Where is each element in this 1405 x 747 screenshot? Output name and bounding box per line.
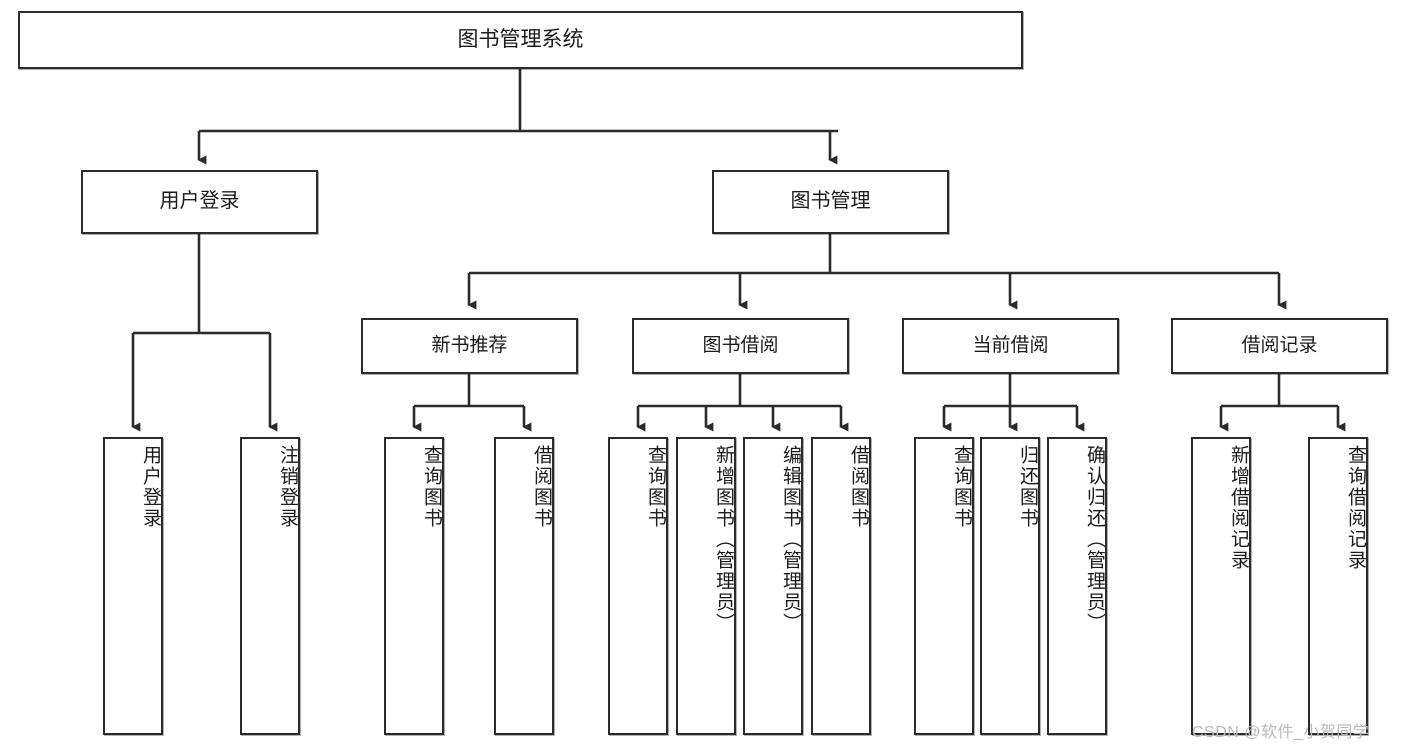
node-borrow-record[interactable]: 借阅记录 [1171, 318, 1388, 374]
node-leaf-add-book[interactable]: 新增图书（管理员） [676, 437, 736, 735]
node-user-login-label: 用户登录 [159, 190, 240, 213]
node-book-manage-label: 图书管理 [790, 190, 871, 213]
node-leaf-add-record-label: 新增借阅记录 [1228, 445, 1249, 571]
node-leaf-query-book-3[interactable]: 查询图书 [914, 437, 974, 735]
node-leaf-query-book-3-label: 查询图书 [951, 445, 972, 529]
node-leaf-confirm-return[interactable]: 确认归还（管理员） [1047, 437, 1107, 735]
csdn-watermark: CSDN @软件_小贺同学 [1192, 724, 1370, 741]
node-leaf-return-book-label: 归还图书 [1017, 445, 1038, 529]
node-root[interactable]: 图书管理系统 [18, 11, 1023, 69]
node-leaf-query-record-label: 查询借阅记录 [1345, 445, 1366, 571]
node-leaf-user-login-label: 用户登录 [140, 445, 161, 529]
node-book-borrow-label: 图书借阅 [702, 334, 779, 356]
node-user-login[interactable]: 用户登录 [81, 170, 318, 234]
node-book-manage[interactable]: 图书管理 [712, 170, 949, 234]
node-leaf-logout-login[interactable]: 注销登录 [240, 437, 300, 735]
node-leaf-add-record[interactable]: 新增借阅记录 [1191, 437, 1251, 735]
node-leaf-query-record[interactable]: 查询借阅记录 [1308, 437, 1368, 735]
node-leaf-query-book-2-label: 查询图书 [645, 445, 666, 529]
node-new-book-recommend[interactable]: 新书推荐 [361, 318, 578, 374]
node-leaf-query-book-2[interactable]: 查询图书 [608, 437, 668, 735]
node-leaf-borrow-book-2[interactable]: 借阅图书 [811, 437, 871, 735]
node-leaf-return-book[interactable]: 归还图书 [980, 437, 1040, 735]
node-current-borrow-label: 当前借阅 [972, 334, 1049, 356]
node-leaf-edit-book-label: 编辑图书（管理员） [780, 445, 801, 634]
node-leaf-borrow-book-1-label: 借阅图书 [531, 445, 552, 529]
node-leaf-borrow-book-1[interactable]: 借阅图书 [494, 437, 554, 735]
node-leaf-user-login[interactable]: 用户登录 [103, 437, 163, 735]
node-leaf-edit-book[interactable]: 编辑图书（管理员） [743, 437, 803, 735]
node-leaf-confirm-return-label: 确认归还（管理员） [1084, 445, 1105, 634]
node-current-borrow[interactable]: 当前借阅 [902, 318, 1119, 374]
node-new-book-recommend-label: 新书推荐 [431, 334, 508, 356]
node-leaf-query-book-1[interactable]: 查询图书 [384, 437, 444, 735]
node-book-borrow[interactable]: 图书借阅 [632, 318, 849, 374]
node-leaf-borrow-book-2-label: 借阅图书 [848, 445, 869, 529]
node-borrow-record-label: 借阅记录 [1241, 334, 1318, 356]
node-leaf-logout-login-label: 注销登录 [277, 445, 298, 529]
node-leaf-add-book-label: 新增图书（管理员） [713, 445, 734, 634]
node-leaf-query-book-1-label: 查询图书 [421, 445, 442, 529]
node-root-label: 图书管理系统 [457, 27, 584, 51]
